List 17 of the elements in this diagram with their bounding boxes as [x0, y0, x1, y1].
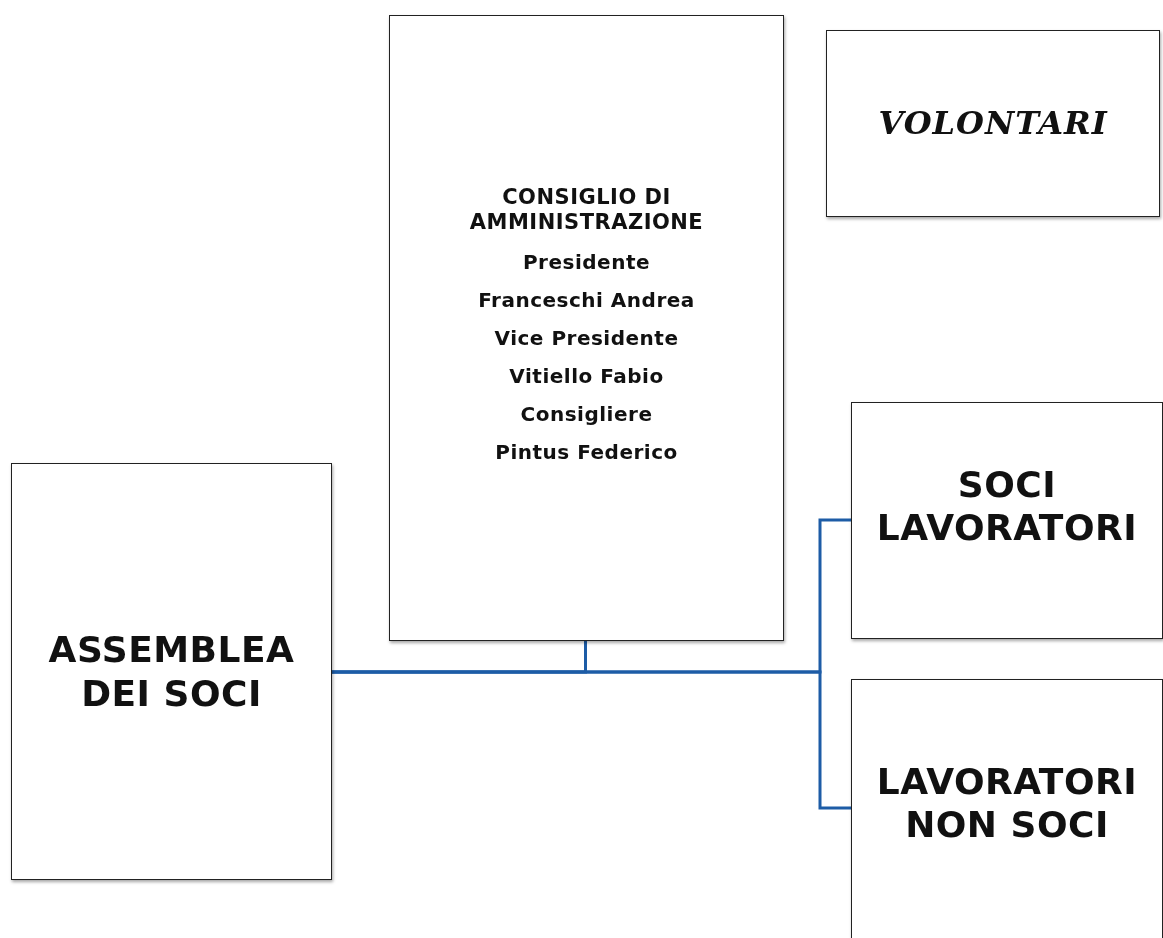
- board-member-text: Franceschi Andrea: [478, 288, 695, 313]
- board-member-text: Pintus Federico: [495, 440, 678, 465]
- org-box: [851, 402, 1163, 639]
- board-member-text: Vitiello Fabio: [509, 364, 664, 389]
- board-member-text: Vice Presidente: [494, 326, 679, 351]
- board-heading: CONSIGLIO DI AMMINISTRAZIONE: [468, 184, 705, 236]
- box-label: SOCI LAVORATORI: [875, 463, 1139, 550]
- org-box: [389, 15, 784, 641]
- box-label: ASSEMBLEA DEI SOCI: [47, 628, 296, 715]
- box-label: LAVORATORI NON SOCI: [875, 760, 1139, 847]
- board-member-text: Consigliere: [520, 402, 653, 427]
- connector-line: [332, 670, 851, 810]
- org-box: [11, 463, 332, 880]
- board-member-text: Presidente: [522, 250, 651, 275]
- box-label: VOLONTARI: [878, 104, 1108, 143]
- org-box: [851, 679, 1163, 938]
- org-box: [826, 30, 1160, 217]
